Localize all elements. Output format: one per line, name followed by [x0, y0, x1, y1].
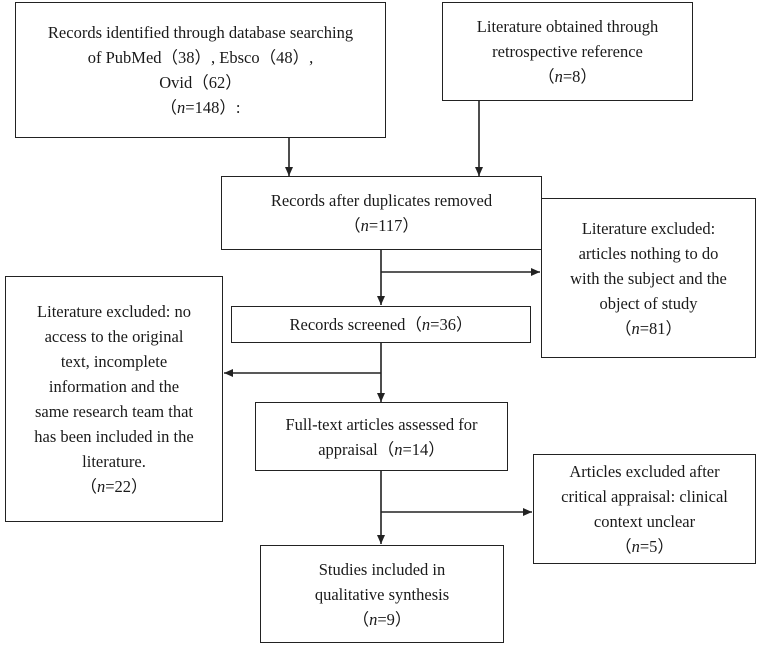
- text-line: text, incomplete: [60, 352, 168, 371]
- text-line: Ovid（62）: [159, 73, 242, 92]
- text-line: with the subject and the: [570, 268, 727, 288]
- text-line: of PubMed（38）, Ebsco（48）,: [87, 48, 314, 67]
- count-line: （n=9）: [352, 609, 412, 629]
- database-search-box: Records identified through database sear…: [15, 2, 386, 138]
- text-line: Articles excluded after: [569, 462, 720, 481]
- duplicates-removed-box: Records after duplicates removed （n=117）: [221, 176, 542, 250]
- text-line: Literature excluded: no: [37, 302, 191, 321]
- count-line: （n=22）: [80, 477, 148, 496]
- text-line: access to the original: [44, 327, 184, 346]
- count-line: （n=8）: [538, 67, 597, 86]
- retrospective-box: Literature obtained through retrospectiv…: [442, 2, 693, 101]
- count-line: Records screened（n=36）: [289, 315, 473, 334]
- text-line: retrospective reference: [492, 42, 643, 61]
- text-line: Studies included in: [318, 559, 446, 579]
- text-line: qualitative synthesis: [314, 584, 450, 604]
- count-line: （n=117）: [344, 216, 419, 235]
- text-line: information and the: [48, 377, 180, 396]
- text-line: object of study: [599, 293, 698, 313]
- text-line: Records identified through database sear…: [47, 23, 354, 42]
- studies-included-box: Studies included in qualitative synthesi…: [260, 545, 504, 643]
- excluded-appraisal-box: Articles excluded after critical apprais…: [533, 454, 756, 564]
- text-line: same research team that: [34, 402, 194, 421]
- records-screened-box: Records screened（n=36）: [231, 306, 531, 343]
- full-text-box: Full-text articles assessed for appraisa…: [255, 402, 508, 471]
- text-line: has been included in the: [34, 427, 194, 446]
- count-line: （n=5）: [615, 537, 674, 556]
- text-line: context unclear: [593, 512, 696, 531]
- text-line: Full-text articles assessed for: [285, 414, 478, 434]
- count-line: （n=81）: [614, 318, 683, 338]
- count-line: appraisal（n=14）: [318, 439, 445, 459]
- text-line: articles nothing to do: [578, 243, 719, 263]
- text-line: Records after duplicates removed: [270, 191, 493, 210]
- excluded-subject-box: Literature excluded: articles nothing to…: [541, 198, 756, 358]
- count-line: （n=148）:: [160, 98, 241, 117]
- excluded-access-box: Literature excluded: no access to the or…: [5, 276, 223, 522]
- text-line: literature.: [82, 452, 146, 471]
- text-line: Literature excluded:: [581, 218, 716, 238]
- text-line: Literature obtained through: [476, 17, 659, 36]
- text-line: critical appraisal: clinical: [561, 487, 728, 506]
